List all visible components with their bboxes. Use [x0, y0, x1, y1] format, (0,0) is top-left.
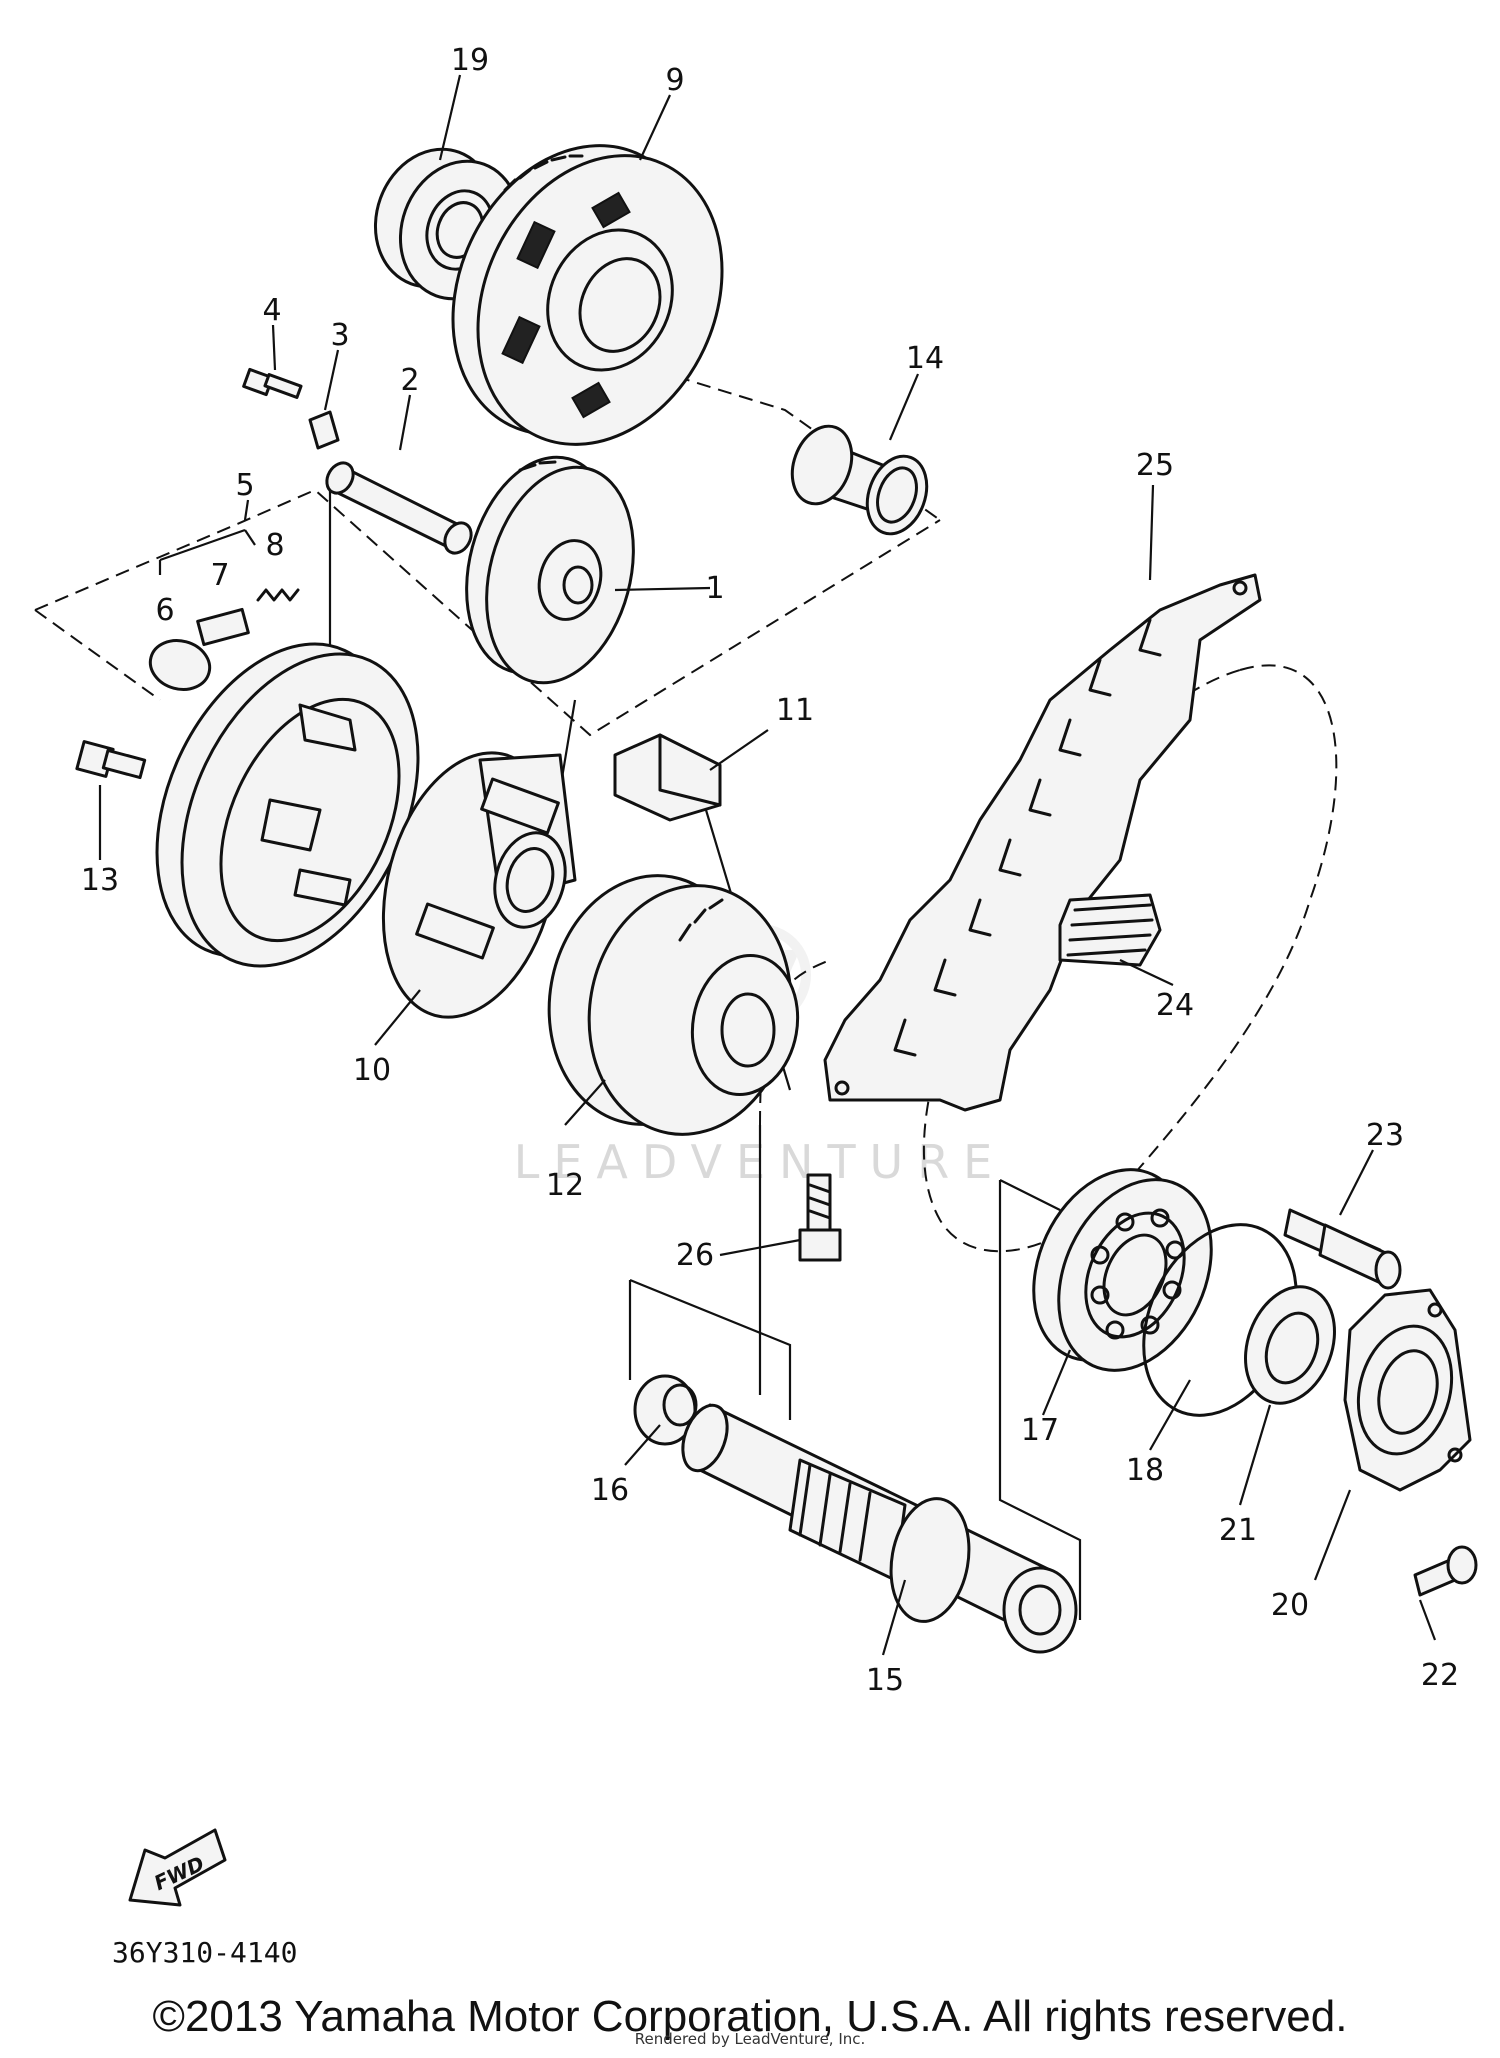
callout-10: 10	[353, 1053, 391, 1088]
callout-25: 25	[1136, 448, 1174, 483]
part-21-oil-seal	[1244, 1285, 1336, 1405]
part-10-clutch-hub	[381, 751, 577, 1019]
bearing-balls	[1090, 1208, 1185, 1340]
part-12-wheel-gear	[547, 874, 800, 1136]
callout-21: 21	[1219, 1513, 1257, 1548]
callout-16: 16	[591, 1473, 629, 1508]
part-15-shaft	[681, 1403, 1078, 1654]
callout-4: 4	[262, 293, 281, 328]
callout-13: 13	[81, 863, 119, 898]
callout-23: 23	[1366, 1118, 1404, 1153]
part-6-roller	[148, 639, 212, 691]
part-3-clip	[308, 410, 340, 450]
part-22-screw	[1413, 1545, 1478, 1597]
callout-5: 5	[235, 468, 254, 503]
part-24-chain	[1058, 893, 1162, 967]
callout-18: 18	[1126, 1453, 1164, 1488]
callout-2: 2	[400, 363, 419, 398]
part-16-bushing	[633, 1374, 698, 1446]
part-4-bolt	[242, 367, 303, 399]
part-14-bushing	[790, 424, 929, 536]
callout-20: 20	[1271, 1588, 1309, 1623]
part-26-bolt	[798, 1173, 842, 1262]
callout-1: 1	[705, 571, 724, 606]
callout-8: 8	[265, 528, 284, 563]
part-7-plunger	[196, 607, 250, 647]
callout-3: 3	[330, 318, 349, 353]
part-1-idle-gear	[465, 455, 635, 685]
callout-leaders	[98, 74, 1437, 1656]
callout-14: 14	[906, 341, 944, 376]
part-2-shaft	[325, 461, 473, 555]
callout-6: 6	[155, 593, 174, 628]
copyright-notice: ©2013 Yamaha Motor Corporation, U.S.A. A…	[152, 1992, 1348, 2041]
callout-22: 22	[1421, 1658, 1459, 1693]
watermark-text: LEADVENTURE	[514, 1135, 1007, 1189]
part-13-bolt	[75, 740, 147, 780]
callout-12: 12	[546, 1168, 584, 1203]
callout-26: 26	[676, 1238, 714, 1273]
callout-17: 17	[1021, 1413, 1059, 1448]
part-25-chain-guide	[823, 573, 1262, 1112]
part-8-spring	[256, 588, 300, 602]
diagram-code: 36Y310-4140	[112, 1936, 297, 1969]
fwd-arrow-icon: FWD	[128, 1828, 227, 1907]
rendered-by-notice: Rendered by LeadVenture, Inc.	[634, 2030, 866, 2048]
part-17-bearing	[1032, 1168, 1213, 1372]
part-5-clutch-housing	[155, 642, 420, 968]
callout-19: 19	[451, 43, 489, 78]
callout-9: 9	[665, 63, 684, 98]
callout-24: 24	[1156, 988, 1194, 1023]
part-11-damper	[613, 733, 722, 822]
callout-15: 15	[866, 1663, 904, 1698]
callout-11: 11	[776, 693, 814, 728]
part-9-starter-gear	[451, 144, 724, 446]
part-20-bearing-retainer	[1343, 1288, 1472, 1492]
callout-7: 7	[210, 558, 229, 593]
part-23-pin	[1283, 1208, 1402, 1290]
callout-labels: 19 9 4 3 2 5 8 7 6 14 25 1 11 13 10 12 2…	[81, 43, 1459, 1698]
